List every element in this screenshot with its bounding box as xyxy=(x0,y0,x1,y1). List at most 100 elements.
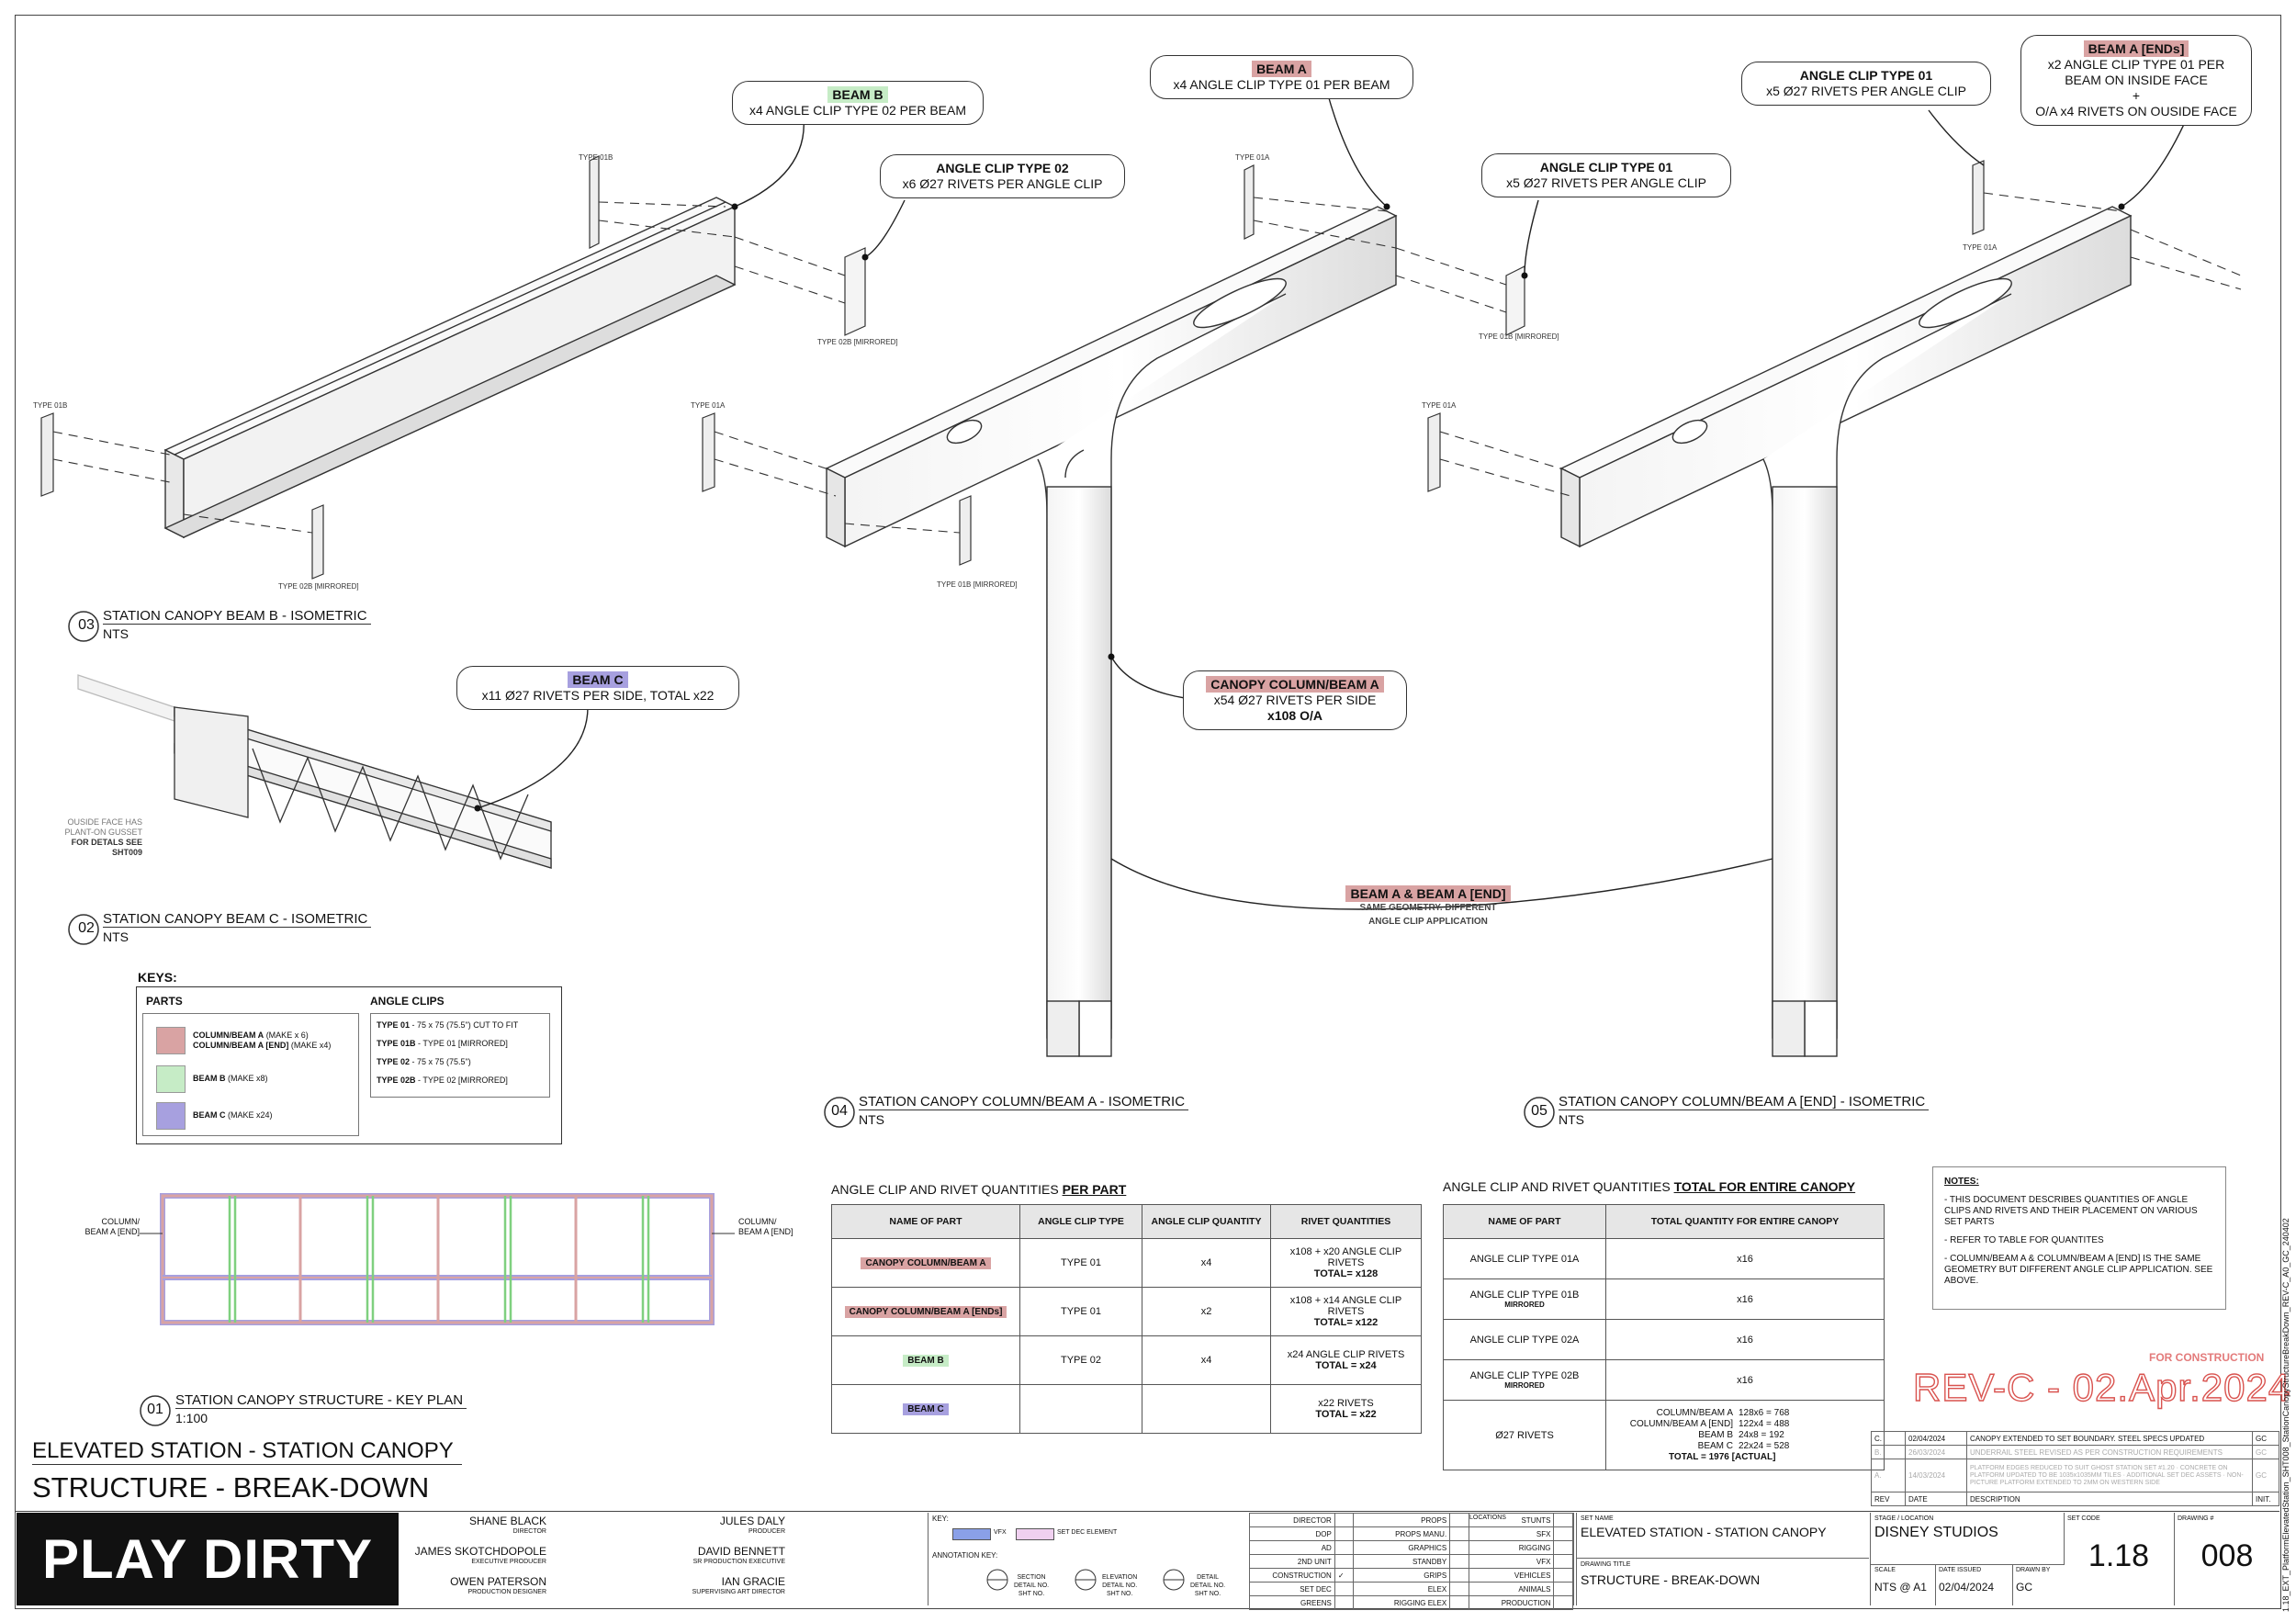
annotation-symbols xyxy=(986,1569,1185,1591)
label-type01b: TYPE 01B xyxy=(33,401,68,410)
column-beam-a-isometric xyxy=(825,206,1398,1057)
key-plan-left-label: COLUMN/ BEAM A [END] xyxy=(84,1217,140,1236)
beam-b-dashes xyxy=(52,201,846,534)
part-column-beam-a: COLUMN/BEAM A (MAKE x 6) COLUMN/BEAM A [… xyxy=(193,1031,332,1050)
beam-c-isometric xyxy=(77,674,552,869)
setdec-label: SET DEC ELEMENT xyxy=(1057,1529,1118,1536)
view-bubbles xyxy=(68,611,1555,1426)
clips-heading: ANGLE CLIPS xyxy=(370,995,445,1008)
column-beam-a-dashes xyxy=(714,197,1507,534)
setdec-swatch xyxy=(1016,1528,1054,1540)
revision-stamp: REV-C - 02.Apr.2024 xyxy=(1912,1365,2291,1409)
keys-title: KEYS: xyxy=(138,970,177,985)
vfx-swatch xyxy=(952,1528,991,1540)
label-type01b: TYPE 01B xyxy=(579,153,613,162)
parts-box: COLUMN/BEAM A (MAKE x 6) COLUMN/BEAM A [… xyxy=(142,1013,359,1136)
callout-angle-clip-01-end: ANGLE CLIP TYPE 01 x5 Ø27 RIVETS PER ANG… xyxy=(1741,62,1991,106)
part-beam-b: BEAM B (MAKE x8) xyxy=(193,1074,268,1083)
view-title: STATION CANOPY BEAM C - ISOMETRIC xyxy=(103,911,372,928)
drawing-title: STRUCTURE - BREAK-DOWN xyxy=(32,1471,430,1504)
label-type02b: TYPE 02B [MIRRORED] xyxy=(278,582,359,591)
callout-beam-c: BEAM C x11 Ø27 RIVETS PER SIDE, TOTAL x2… xyxy=(456,666,739,710)
column-beam-a-end-dashes xyxy=(1439,192,2242,497)
key-plan-right-label: COLUMN/ BEAM A [END] xyxy=(738,1217,793,1236)
notes-box: NOTES: - THIS DOCUMENT DESCRIBES QUANTIT… xyxy=(1932,1166,2226,1310)
view-title: STATION CANOPY STRUCTURE - KEY PLAN xyxy=(175,1392,467,1409)
label-type01b-mirrored: TYPE 01B [MIRRORED] xyxy=(1479,332,1559,341)
col-header: NAME OF PART xyxy=(1443,1204,1606,1239)
logo: PLAY DIRTY xyxy=(41,1528,374,1590)
table-row: CANOPY COLUMN/BEAM A [ENDs] TYPE 01 x2 x… xyxy=(831,1287,1422,1336)
col-header: ANGLE CLIP TYPE xyxy=(1019,1204,1142,1239)
view-scale: NTS xyxy=(859,1112,884,1127)
per-part-table: NAME OF PART ANGLE CLIP TYPE ANGLE CLIP … xyxy=(831,1204,1422,1434)
view-scale: 1:100 xyxy=(175,1411,208,1425)
callout-beam-a-ends: BEAM A [ENDs] x2 ANGLE CLIP TYPE 01 PER … xyxy=(2020,35,2252,126)
view-number: 04 xyxy=(831,1103,848,1119)
title-block xyxy=(15,1511,2279,1608)
key-plan xyxy=(140,1193,735,1325)
view-title: STATION CANOPY COLUMN/BEAM A [END] - ISO… xyxy=(1559,1094,1930,1110)
set-code: 1.18 xyxy=(2088,1538,2150,1573)
col-header: ANGLE CLIP QUANTITY xyxy=(1142,1204,1271,1239)
view-scale: NTS xyxy=(1559,1112,1584,1127)
gusset-note: OUSIDE FACE HAS PLANT-ON GUSSET FOR DETA… xyxy=(64,817,142,857)
callout-beam-b: BEAM B x4 ANGLE CLIP TYPE 02 PER BEAM xyxy=(732,81,984,125)
callout-canopy-column: CANOPY COLUMN/BEAM A x54 Ø27 RIVETS PER … xyxy=(1183,670,1407,730)
drawing-number: 008 xyxy=(2200,1538,2254,1573)
view-title: STATION CANOPY COLUMN/BEAM A - ISOMETRIC xyxy=(859,1094,1189,1110)
locations-label: LOCATIONS xyxy=(1469,1515,1506,1521)
clips-box: TYPE 01 - 75 x 75 (75.5") CUT TO FIT TYP… xyxy=(370,1013,550,1098)
swatch-beam-b xyxy=(156,1065,186,1093)
parts-heading: PARTS xyxy=(146,995,183,1008)
col-header: TOTAL QUANTITY FOR ENTIRE CANOPY xyxy=(1605,1204,1885,1239)
per-part-title: ANGLE CLIP AND RIVET QUANTITIES PER PART xyxy=(831,1182,1127,1197)
drawn-by: GC xyxy=(2016,1581,2032,1594)
key-label: KEY: xyxy=(932,1515,949,1523)
label-type02b: TYPE 02B [MIRRORED] xyxy=(817,338,898,346)
annotation-key-label: ANNOTATION KEY: xyxy=(932,1551,998,1560)
view-number: 02 xyxy=(78,920,95,936)
scale: NTS @ A1 xyxy=(1874,1581,1927,1594)
construction-check: ✓ xyxy=(1334,1568,1355,1583)
beam-b-clips xyxy=(40,155,866,580)
sheet-info-block: STAGE / LOCATION DISNEY STUDIOS SET CODE… xyxy=(1870,1513,2280,1605)
part-beam-c: BEAM C (MAKE x24) xyxy=(193,1110,273,1120)
view-scale: NTS xyxy=(103,929,129,944)
label-type01a: TYPE 01A xyxy=(1422,401,1457,410)
total-table: NAME OF PART TOTAL QUANTITY FOR ENTIRE C… xyxy=(1443,1204,1885,1470)
clip-type-01b: TYPE 01B - TYPE 01 [MIRRORED] xyxy=(377,1039,508,1048)
table-row: CANOPY COLUMN/BEAM A TYPE 01 x4 x108 + x… xyxy=(831,1238,1422,1288)
clip-type-02b: TYPE 02B - TYPE 02 [MIRRORED] xyxy=(377,1076,508,1085)
view-scale: NTS xyxy=(103,626,129,641)
beam-b-isometric xyxy=(163,197,737,539)
keys-legend: PARTS COLUMN/BEAM A (MAKE x 6) COLUMN/BE… xyxy=(136,986,562,1144)
leader-lines xyxy=(477,91,2191,910)
swatch-column-beam-a xyxy=(156,1027,186,1054)
clip-type-02: TYPE 02 - 75 x 75 (75.5") xyxy=(377,1057,471,1066)
label-type01b-mirrored: TYPE 01B [MIRRORED] xyxy=(937,580,1018,589)
col-header: NAME OF PART xyxy=(831,1204,1020,1239)
callout-beam-a: BEAM A x4 ANGLE CLIP TYPE 01 PER BEAM xyxy=(1150,55,1413,99)
clip-type-01: TYPE 01 - 75 x 75 (75.5") CUT TO FIT xyxy=(377,1020,519,1030)
view-title: STATION CANOPY BEAM B - ISOMETRIC xyxy=(103,608,371,625)
column-beam-a-end-isometric xyxy=(1559,206,2133,1057)
stage-location: DISNEY STUDIOS xyxy=(1874,1525,1998,1540)
project-title: ELEVATED STATION - STATION CANOPY xyxy=(32,1438,462,1465)
date-issued: 02/04/2024 xyxy=(1939,1581,1995,1594)
callout-angle-clip-02: ANGLE CLIP TYPE 02 x6 Ø27 RIVETS PER ANG… xyxy=(880,154,1125,198)
